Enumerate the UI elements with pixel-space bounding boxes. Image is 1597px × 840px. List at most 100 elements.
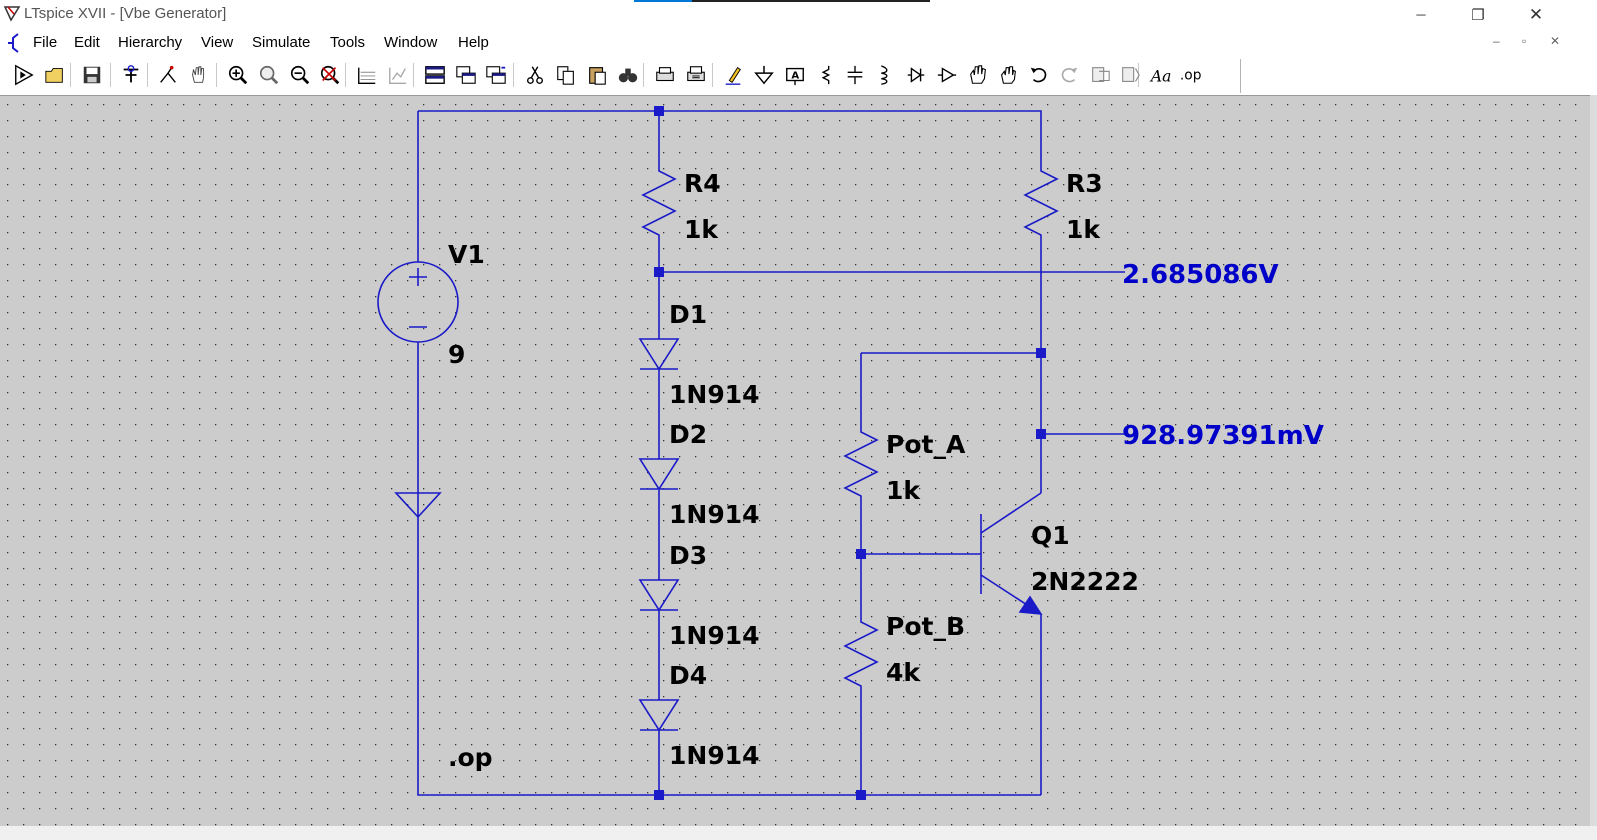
move-button[interactable] <box>964 61 992 89</box>
vertical-scrollbar[interactable] <box>1590 95 1597 826</box>
r3-resistor-symbol[interactable] <box>1023 163 1059 243</box>
text-button[interactable]: Aa <box>1146 61 1174 89</box>
diode-symbol[interactable] <box>638 579 680 612</box>
op-directive[interactable]: .op <box>448 743 493 772</box>
pota-value-label: 1k <box>886 476 921 505</box>
menu-tools[interactable]: Tools <box>330 34 366 51</box>
menu-simulate[interactable]: Simulate <box>252 34 311 51</box>
diode-symbol[interactable] <box>638 458 680 491</box>
v1-voltage-source[interactable] <box>377 261 459 343</box>
menu-file[interactable]: File <box>33 34 58 51</box>
zoom-cancel-button[interactable] <box>316 61 344 89</box>
pan-icon <box>192 66 205 83</box>
potb-value-label: 4k <box>886 658 921 687</box>
toolbar-separator <box>110 63 111 87</box>
undo-button[interactable] <box>1025 61 1053 89</box>
zoom-fit-button[interactable] <box>255 61 283 89</box>
redo-button[interactable] <box>1055 61 1083 89</box>
find-icon <box>618 68 638 83</box>
top-rail-wire <box>418 110 1042 163</box>
label-net-button[interactable]: A <box>781 61 809 89</box>
component-button[interactable] <box>933 61 961 89</box>
diode-symbol[interactable] <box>638 699 680 732</box>
probe-voltage-label[interactable]: 2.685086V <box>1122 260 1279 290</box>
diode-symbol[interactable] <box>638 338 680 371</box>
q1-npn-transistor-symbol[interactable] <box>980 492 1043 615</box>
minimize-button[interactable]: ─ <box>1398 0 1444 29</box>
rotate-button[interactable] <box>1086 61 1114 89</box>
probe-voltage-label[interactable]: 928.97391mV <box>1122 421 1324 451</box>
ltspice-app-icon <box>3 6 21 22</box>
close-icon: ✕ <box>1528 4 1544 24</box>
ground-button[interactable] <box>750 61 778 89</box>
r4-resistor-symbol[interactable] <box>641 163 677 243</box>
save-button[interactable] <box>78 61 106 89</box>
mdi-minimize-button[interactable]: – <box>1493 34 1500 48</box>
zoom-fit-icon <box>259 65 279 85</box>
pan-button[interactable] <box>185 61 213 89</box>
diode-name-label: D4 <box>669 661 707 690</box>
zoom-out-icon <box>290 65 310 85</box>
print-setup-icon <box>687 66 705 82</box>
resistor-button[interactable] <box>811 61 839 89</box>
mdi-close-button[interactable]: ✕ <box>1550 34 1561 48</box>
zoom-out-button[interactable] <box>286 61 314 89</box>
schematic-drawing[interactable]: V1 9 R4 1k R3 1k D11N914D21N914D31N914D4… <box>0 96 1597 827</box>
menu-hierarchy[interactable]: Hierarchy <box>118 34 183 51</box>
control-panel-button[interactable] <box>117 61 145 89</box>
draw-wire-button[interactable] <box>719 61 747 89</box>
diode-button[interactable] <box>902 61 930 89</box>
tile-vertical-button[interactable] <box>421 61 449 89</box>
diode-value-label: 1N914 <box>669 621 760 650</box>
ground-icon <box>754 65 774 85</box>
junction-dot <box>654 267 664 277</box>
print-setup-button[interactable] <box>682 61 710 89</box>
zoom-in-button[interactable] <box>224 61 252 89</box>
plot-settings-button[interactable] <box>353 61 381 89</box>
mirror-icon <box>1122 67 1140 82</box>
inductor-icon <box>881 65 888 85</box>
print-button[interactable] <box>651 61 679 89</box>
titlebar-accent-dark <box>692 0 930 2</box>
capacitor-button[interactable] <box>841 61 869 89</box>
tile-horizontal-button[interactable] <box>482 61 510 89</box>
mdi-restore-button[interactable]: ▫ <box>1522 34 1527 48</box>
drag-button[interactable] <box>994 61 1022 89</box>
tile-vertical-icon <box>425 66 445 84</box>
restore-icon: ❐ <box>1471 6 1485 24</box>
copy-button[interactable] <box>552 61 580 89</box>
autorange-button[interactable] <box>384 61 412 89</box>
close-button[interactable]: ✕ <box>1513 0 1559 29</box>
rotate-icon <box>1092 67 1110 82</box>
find-button[interactable] <box>614 61 642 89</box>
run-button[interactable] <box>10 61 38 89</box>
mirror-button[interactable] <box>1116 61 1144 89</box>
titlebar-accent <box>634 0 692 2</box>
menu-window[interactable]: Window <box>384 34 438 51</box>
paste-button[interactable] <box>583 61 611 89</box>
open-button[interactable] <box>41 61 69 89</box>
menu-edit[interactable]: Edit <box>74 34 100 51</box>
tile-horizontal-icon <box>486 66 506 84</box>
svg-text:.op: .op <box>1180 68 1201 84</box>
cut-button[interactable] <box>521 61 549 89</box>
restore-button[interactable]: ❐ <box>1455 0 1501 29</box>
q1-value-label: 2N2222 <box>1031 567 1139 596</box>
pota-resistor-symbol[interactable] <box>843 424 879 504</box>
ground-icon[interactable] <box>394 492 442 519</box>
potb-resistor-symbol[interactable] <box>843 614 879 694</box>
menu-view[interactable]: View <box>201 34 234 51</box>
capacitor-icon <box>847 65 863 85</box>
inductor-button[interactable] <box>871 61 899 89</box>
diode-icon <box>907 67 925 83</box>
halt-button[interactable] <box>154 61 182 89</box>
menu-help[interactable]: Help <box>458 34 489 51</box>
r4-value-label: 1k <box>684 215 719 244</box>
junctions <box>654 106 1046 800</box>
cascade-button[interactable] <box>452 61 480 89</box>
spice-directive-button[interactable]: .op <box>1176 61 1204 89</box>
toolbar-separator <box>643 63 644 87</box>
junction-dot <box>1036 348 1046 358</box>
run-icon <box>15 64 34 86</box>
